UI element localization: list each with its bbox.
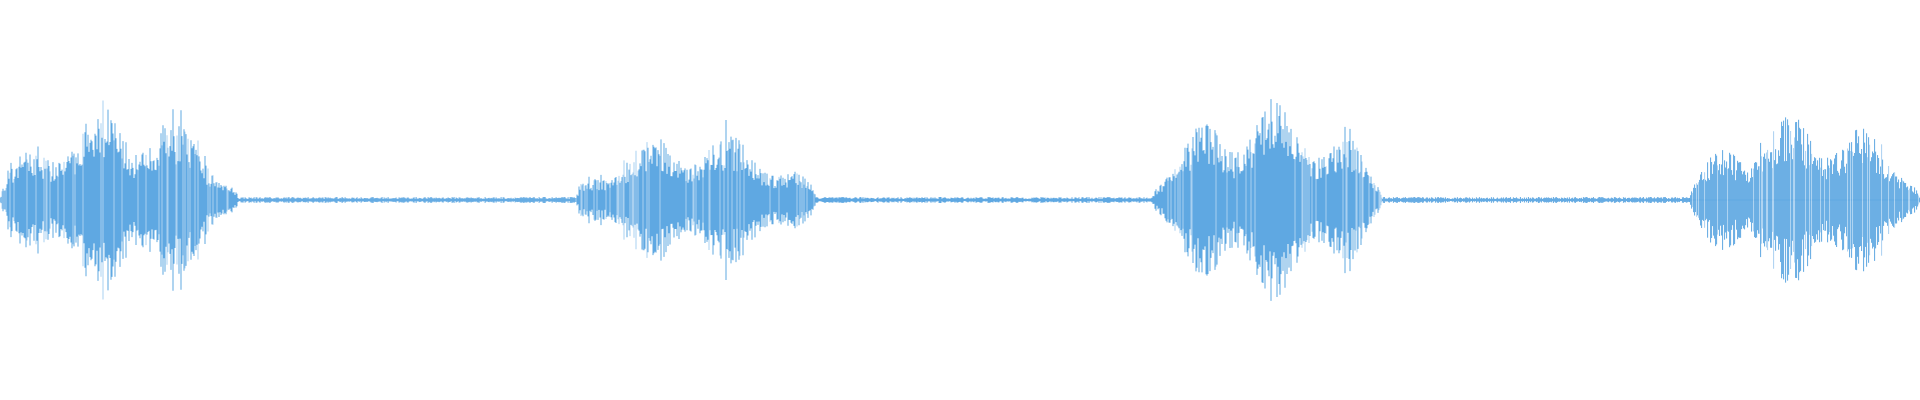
waveform-amplitude-bars [0, 99, 1920, 301]
